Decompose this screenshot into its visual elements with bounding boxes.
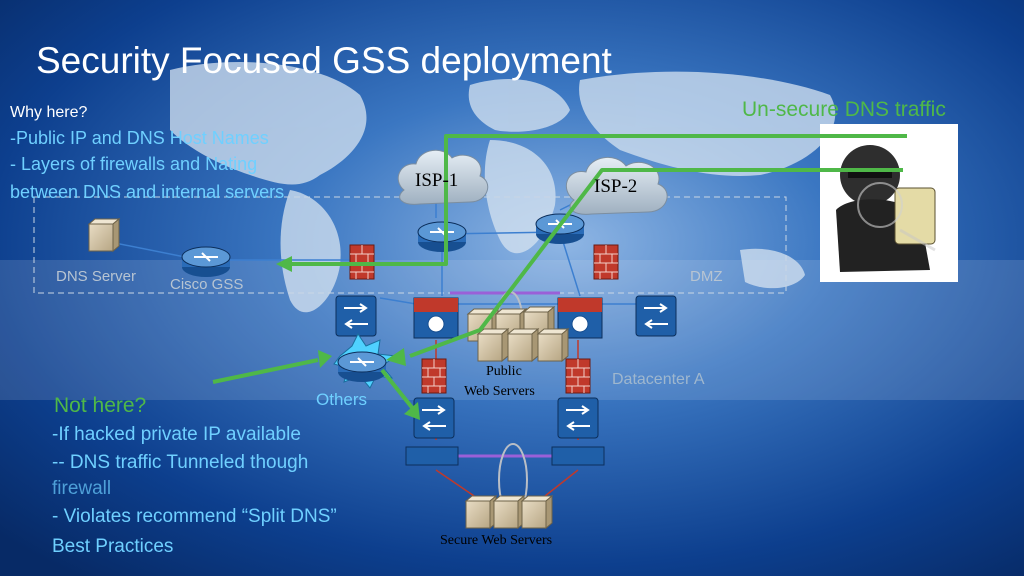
firewall-icon — [565, 358, 591, 394]
server-icon — [465, 495, 553, 529]
dmz-label: DMZ — [690, 268, 723, 285]
cisco-gss-label: Cisco GSS — [170, 276, 244, 293]
others-label: Others — [316, 390, 368, 409]
why-here-line-2: - Layers of firewalls and Nating — [10, 154, 258, 174]
switch-icon — [635, 295, 677, 337]
firewall-icon — [593, 244, 619, 280]
secure-web-servers-label: Secure Web Servers — [440, 533, 553, 548]
switch-icon — [413, 297, 459, 339]
why-here-line-1: -Public IP and DNS Host Names — [10, 128, 269, 148]
not-here-line-3: firewall — [52, 478, 112, 499]
dns-server-label: DNS Server — [56, 268, 137, 285]
switch-icon — [413, 397, 455, 439]
isp1-label: ISP-1 — [415, 170, 459, 191]
router-icon — [181, 246, 231, 278]
not-here-line-4: - Violates recommend “Split DNS” — [52, 506, 337, 527]
why-here-heading: Why here? — [10, 104, 88, 121]
why-here-line-3: between DNS and internal servers — [10, 182, 285, 202]
isp2-label: ISP-2 — [594, 176, 638, 197]
router-icon — [417, 221, 467, 253]
switch-icon — [557, 397, 599, 439]
public-web-servers-label-1: Public — [486, 364, 522, 379]
datacenter-label: Datacenter A — [612, 371, 705, 388]
slide-title: Security Focused GSS deployment — [36, 40, 612, 81]
not-here-line-1: -If hacked private IP available — [52, 424, 301, 445]
server-icon — [467, 306, 569, 362]
firewall-icon — [421, 358, 447, 394]
public-web-servers-label-2: Web Servers — [464, 384, 535, 399]
switch-icon — [335, 295, 377, 337]
unsecure-dns-label: Un-secure DNS traffic — [742, 98, 946, 121]
not-here-heading: Not here? — [54, 394, 147, 417]
not-here-line-2: -- DNS traffic Tunneled though — [52, 452, 309, 473]
hacker-icon — [820, 124, 958, 282]
router-icon — [535, 213, 585, 245]
server-icon — [88, 218, 120, 252]
router-icon — [333, 333, 398, 389]
world-map — [170, 62, 836, 313]
not-here-line-5: Best Practices — [52, 536, 174, 557]
switch-icon — [405, 446, 605, 466]
